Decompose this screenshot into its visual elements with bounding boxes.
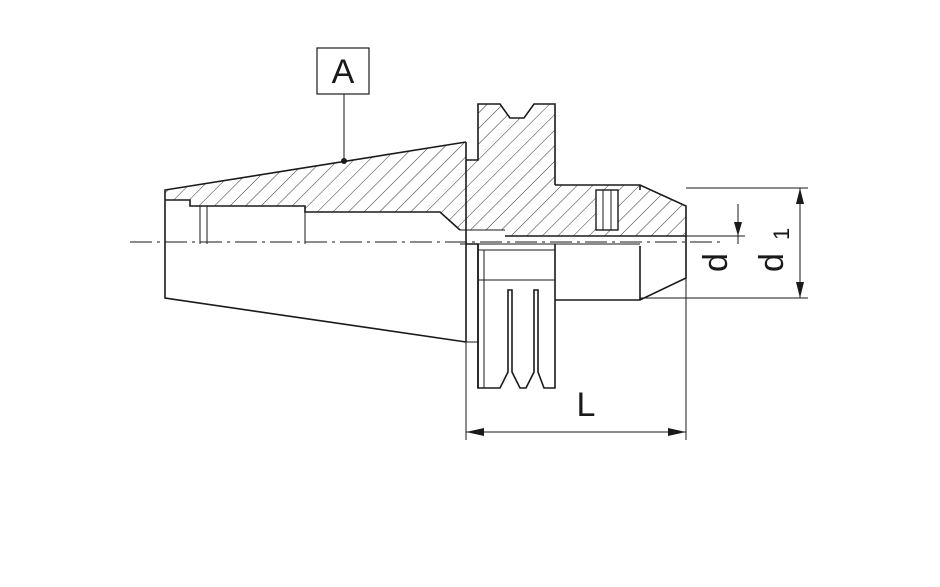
taper-shank-outline xyxy=(164,141,467,343)
d1-arrow-bottom xyxy=(796,282,804,298)
outer-diameter-label: d xyxy=(753,253,791,272)
callout-label: A xyxy=(332,53,355,91)
callout-dot xyxy=(341,158,347,164)
diameter-label: d xyxy=(697,253,735,272)
hatched-section xyxy=(165,104,686,236)
d1-arrow-top xyxy=(796,188,804,204)
l-arrow-right xyxy=(668,428,686,436)
length-label: L xyxy=(577,386,596,424)
d-arrow xyxy=(734,222,742,236)
flange-upper xyxy=(466,103,556,185)
l-arrow-left xyxy=(466,428,484,436)
flange-lower xyxy=(466,243,556,389)
taper-bore xyxy=(165,199,461,231)
nose-outline xyxy=(555,184,687,301)
callout-box xyxy=(316,47,370,95)
set-screw-hole xyxy=(595,189,619,231)
outer-diameter-subscript: 1 xyxy=(769,228,794,240)
